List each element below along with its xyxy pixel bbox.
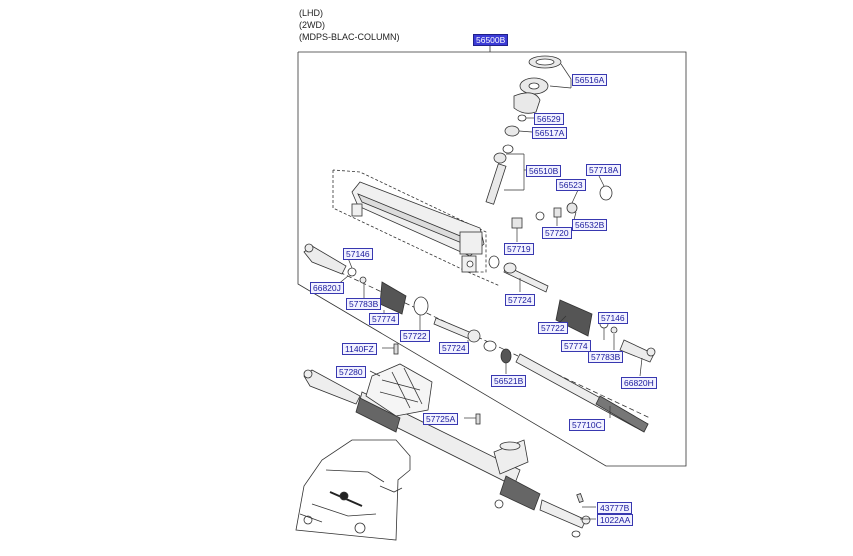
part-label[interactable]: 57280 (336, 366, 366, 378)
part-label[interactable]: 57718A (586, 164, 622, 176)
part-label[interactable]: 1140FZ (342, 343, 377, 355)
part-label[interactable]: 57146 (343, 248, 373, 260)
fittings-right (488, 185, 613, 269)
part-label[interactable]: 57720 (542, 227, 572, 239)
gear-housing (351, 181, 485, 273)
part-label[interactable]: 56523 (556, 179, 586, 191)
header-mdps: (MDPS-BLAC-COLUMN) (299, 32, 400, 42)
part-label-assembly[interactable]: 56500B (473, 34, 509, 46)
lower-assembly (303, 369, 591, 538)
part-label[interactable]: 56529 (534, 113, 564, 125)
part-label[interactable]: 57722 (400, 330, 430, 342)
left-tie-rod-parts (303, 243, 481, 343)
housing-dash-outline (332, 169, 487, 273)
part-label[interactable]: 43777B (597, 502, 633, 514)
part-label[interactable]: 57722 (538, 322, 568, 334)
leader-lines (335, 63, 643, 520)
part-label[interactable]: 57774 (369, 313, 399, 325)
upper-mount-parts (485, 55, 562, 205)
assembly-frame (297, 51, 687, 467)
part-label[interactable]: 57724 (439, 342, 469, 354)
part-label[interactable]: 57774 (561, 340, 591, 352)
bolts (393, 343, 584, 503)
part-label[interactable]: 57719 (504, 243, 534, 255)
part-label[interactable]: 57146 (598, 312, 628, 324)
part-label[interactable]: 56510B (526, 165, 562, 177)
part-label[interactable]: 1022AA (597, 514, 634, 526)
part-label[interactable]: 57710C (569, 419, 605, 431)
part-label[interactable]: 57783B (346, 298, 382, 310)
part-label[interactable]: 66820H (621, 377, 657, 389)
header-lhd: (LHD) (299, 8, 323, 18)
part-label[interactable]: 56521B (491, 375, 527, 387)
header-2wd: (2WD) (299, 20, 325, 30)
part-label[interactable]: 57724 (505, 294, 535, 306)
part-label[interactable]: 57783B (588, 351, 624, 363)
part-label[interactable]: 56532B (572, 219, 608, 231)
heat-shield (365, 363, 433, 417)
car-silhouette (295, 439, 411, 541)
part-label[interactable]: 56517A (532, 127, 568, 139)
rack-bar (515, 353, 649, 433)
center-line (317, 261, 651, 419)
part-label[interactable]: 66820J (310, 282, 344, 294)
part-label[interactable]: 57725A (423, 413, 459, 425)
part-label[interactable]: 56516A (572, 74, 608, 86)
right-tie-rod-parts (483, 262, 656, 364)
